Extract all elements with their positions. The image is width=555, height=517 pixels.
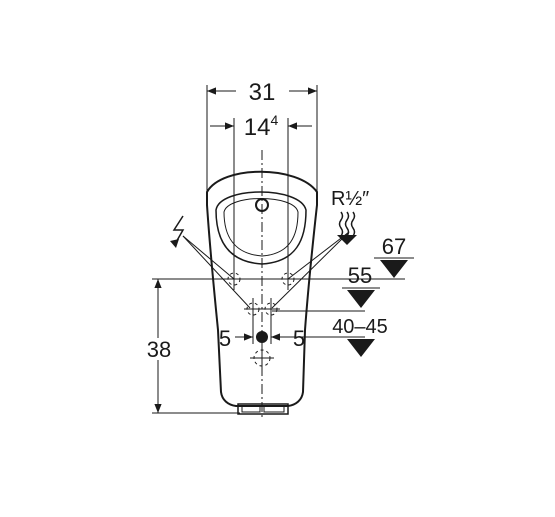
water-flow-icon [337, 211, 357, 245]
level-triangle-icon [347, 290, 375, 308]
electric-connection [170, 215, 251, 309]
level-middle-label: 55 [348, 263, 372, 288]
level-lower-label: 40–45 [332, 316, 388, 338]
dim-overall-width: 31 [207, 79, 317, 106]
dim-inlet-spacing-label: 144 [244, 112, 279, 141]
marker-upper-left [226, 268, 242, 290]
urinal-body [206, 170, 318, 415]
dim-overall-width-label: 31 [249, 79, 276, 106]
connection-label: R½″ [331, 188, 369, 210]
dim-inlet-spacing: 144 [210, 112, 312, 141]
level-middle: 55 [342, 263, 380, 308]
level-triangle-icon [380, 260, 408, 278]
dim-offset-left-label: 5 [219, 326, 231, 351]
marker-lower [250, 345, 274, 372]
level-upper-label: 67 [382, 234, 406, 259]
level-lower: 40–45 [332, 316, 388, 357]
marker-drain [256, 331, 268, 343]
extension-lines [152, 85, 405, 414]
dim-height: 38 [146, 279, 172, 413]
water-connection: R½″ [271, 188, 369, 309]
dim-offset-right-label: 5 [293, 326, 305, 351]
dim-offset: 5 5 [219, 300, 305, 351]
level-triangle-icon [347, 339, 375, 357]
dim-height-label: 38 [147, 337, 171, 362]
level-upper: 67 [374, 234, 414, 278]
base-connector [237, 403, 289, 415]
lightning-icon [170, 215, 185, 248]
connection-markers [226, 268, 296, 372]
marker-upper-right [280, 268, 296, 290]
